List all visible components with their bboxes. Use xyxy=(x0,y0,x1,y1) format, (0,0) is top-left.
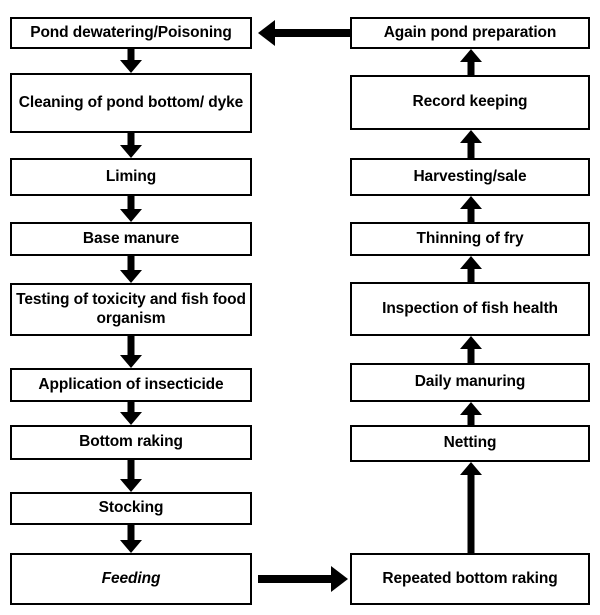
node-label: Pond dewatering/Poisoning xyxy=(30,23,232,41)
arrow-shaft xyxy=(467,474,475,553)
arrow-down-8 xyxy=(120,525,142,553)
arrow-down-2 xyxy=(120,133,142,158)
arrow-shaft xyxy=(258,575,332,583)
node-label: Again pond preparation xyxy=(383,23,557,41)
node-label: Cleaning of pond bottom/ dyke xyxy=(18,93,244,111)
arrow-left-again-pond-preparation-to-pond-dewatering xyxy=(258,20,350,46)
node-label: Liming xyxy=(105,167,157,185)
arrow-up-7 xyxy=(460,49,482,75)
arrow-shaft xyxy=(127,402,135,413)
arrow-shaft xyxy=(467,414,475,425)
node-label: Stocking xyxy=(98,499,164,517)
arrow-head xyxy=(120,540,142,553)
arrow-shaft xyxy=(127,336,135,356)
node-label: Netting xyxy=(443,434,497,452)
node-application-of-insecticide: Application of insecticide xyxy=(10,368,252,402)
arrow-shaft xyxy=(467,208,475,222)
arrow-head xyxy=(120,270,142,283)
arrow-shaft xyxy=(467,142,475,158)
arrow-head xyxy=(460,462,482,475)
arrow-head xyxy=(120,145,142,158)
arrow-right-feeding-to-repeated-bottom-raking xyxy=(258,566,348,592)
arrow-up-6 xyxy=(460,130,482,158)
arrow-shaft xyxy=(127,460,135,480)
arrow-head xyxy=(120,60,142,73)
node-pond-dewatering-poisoning: Pond dewatering/Poisoning xyxy=(10,17,252,49)
node-repeated-bottom-raking: Repeated bottom raking xyxy=(350,553,590,605)
arrow-shaft xyxy=(467,348,475,363)
arrow-shaft xyxy=(127,133,135,146)
arrow-up-4 xyxy=(460,256,482,282)
arrow-down-3 xyxy=(120,196,142,222)
node-label: Repeated bottom raking xyxy=(382,569,558,587)
node-harvesting-sale: Harvesting/sale xyxy=(350,158,590,196)
node-label: Inspection of fish health xyxy=(382,299,558,317)
node-label: Harvesting/sale xyxy=(413,167,527,185)
arrow-shaft xyxy=(127,256,135,271)
arrow-head xyxy=(460,256,482,269)
node-base-manure: Base manure xyxy=(10,222,252,256)
node-daily-manuring: Daily manuring xyxy=(350,363,590,402)
node-bottom-raking: Bottom raking xyxy=(10,425,252,460)
arrow-head xyxy=(258,20,275,46)
arrow-head xyxy=(460,402,482,415)
node-liming: Liming xyxy=(10,158,252,196)
arrow-head xyxy=(120,209,142,222)
arrow-up-1 xyxy=(460,462,482,553)
arrow-down-1 xyxy=(120,49,142,73)
arrow-head xyxy=(120,355,142,368)
node-stocking: Stocking xyxy=(10,492,252,525)
node-label: Feeding xyxy=(101,569,161,587)
node-again-pond-preparation: Again pond preparation xyxy=(350,17,590,49)
arrow-down-7 xyxy=(120,460,142,492)
arrow-shaft xyxy=(127,525,135,541)
arrow-shaft xyxy=(274,29,350,37)
arrow-head xyxy=(460,336,482,349)
arrow-up-5 xyxy=(460,196,482,222)
arrow-up-3 xyxy=(460,336,482,363)
arrow-up-2 xyxy=(460,402,482,425)
node-label: Base manure xyxy=(82,229,180,247)
arrow-head xyxy=(460,49,482,62)
arrow-shaft xyxy=(467,61,475,75)
node-inspection-of-fish-health: Inspection of fish health xyxy=(350,282,590,336)
node-thinning-of-fry: Thinning of fry xyxy=(350,222,590,256)
node-netting: Netting xyxy=(350,425,590,462)
arrow-down-6 xyxy=(120,402,142,425)
node-testing-of-toxicity-and-fish-food-organism: Testing of toxicity and fish food organi… xyxy=(10,283,252,336)
arrow-down-5 xyxy=(120,336,142,368)
node-label: Thinning of fry xyxy=(416,229,524,247)
node-cleaning-of-pond-bottom-dyke: Cleaning of pond bottom/ dyke xyxy=(10,73,252,133)
node-label: Testing of toxicity and fish food organi… xyxy=(16,291,246,327)
arrow-head xyxy=(331,566,348,592)
arrow-shaft xyxy=(127,196,135,210)
node-record-keeping: Record keeping xyxy=(350,75,590,130)
node-label: Daily manuring xyxy=(414,373,526,391)
arrow-down-4 xyxy=(120,256,142,283)
arrow-shaft xyxy=(127,49,135,61)
node-label: Bottom raking xyxy=(79,433,183,451)
node-label: Application of insecticide xyxy=(38,375,224,393)
node-feeding: Feeding xyxy=(10,553,252,605)
node-label: Record keeping xyxy=(412,93,528,111)
arrow-head xyxy=(460,196,482,209)
arrow-head xyxy=(120,412,142,425)
arrow-head xyxy=(460,130,482,143)
arrow-head xyxy=(120,479,142,492)
arrow-shaft xyxy=(467,268,475,282)
